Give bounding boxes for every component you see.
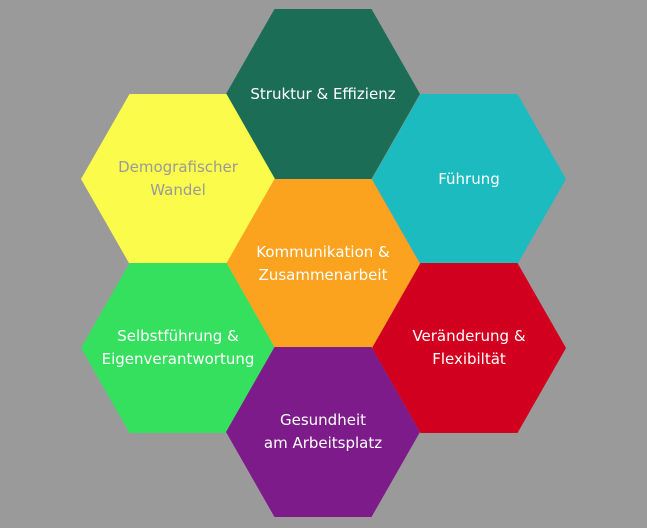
hexagon-gesundheit: [226, 347, 420, 517]
hexagon-demografie: [81, 94, 275, 264]
hex-label-line: Selbstführung &: [117, 327, 239, 345]
hex-label-line: Wandel: [150, 181, 206, 199]
hex-label-line: Kommunikation &: [256, 243, 390, 261]
hex-label-selbstfuehrung-eigenverantwortung: Selbstführung & Eigenverantwortung: [83, 325, 273, 371]
hex-label-veraenderung-flexibilitaet: Veränderung & Flexibiltät: [374, 325, 564, 371]
hex-label-kommunikation-zusammenarbeit: Kommunikation & Zusammenarbeit: [228, 241, 418, 287]
hexagon-kommunikation: [226, 179, 420, 349]
hex-label-fuehrung: Führung: [374, 168, 564, 191]
hexagon-veraenderung: [372, 263, 566, 433]
hex-label-line: Zusammenarbeit: [258, 266, 388, 284]
hex-label-struktur-effizienz: Struktur & Effizienz: [228, 83, 418, 106]
hex-label-gesundheit-arbeitsplatz: Gesundheit am Arbeitsplatz: [228, 409, 418, 455]
hex-label-line: Demografischer: [118, 158, 238, 176]
hexagon-struktur: [226, 9, 420, 179]
hex-label-line: Eigenverantwortung: [101, 350, 255, 368]
hex-label-line: Führung: [438, 169, 500, 188]
hexagon-fuehrung: [372, 94, 566, 264]
hexagon-selbstfuehrung: [81, 263, 275, 433]
hex-label-line: Veränderung &: [412, 327, 526, 345]
hex-label-line: Flexibiltät: [432, 350, 506, 368]
hex-label-line: Gesundheit: [280, 411, 366, 429]
hex-label-line: am Arbeitsplatz: [263, 434, 383, 452]
hex-label-demografischer-wandel: Demografischer Wandel: [83, 156, 273, 202]
hex-label-line: Struktur & Effizienz: [250, 84, 396, 103]
